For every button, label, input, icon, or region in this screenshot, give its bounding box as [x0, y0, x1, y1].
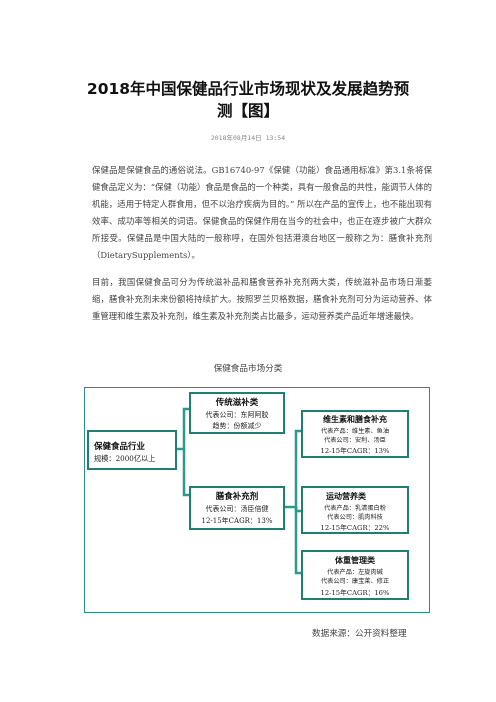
sports-nutrition-node: 运动营养类 代表产品：乳清蛋白粉 代表公司：肌肉科技 12-15年CAGR：22…: [301, 486, 409, 534]
title-line-2: 测【图】: [216, 102, 279, 120]
supplements-line2: 12-15年CAGR：13%: [201, 516, 272, 525]
traditional-line2: 趋势：份额减少: [213, 421, 262, 430]
traditional-line1: 代表公司：东阿阿胶: [206, 410, 269, 419]
vitamins-node: 维生素和膳食补充 代表产品：维生素、鱼油 代表公司：安利、汤臣 12-15年CA…: [301, 410, 409, 458]
data-source: 数据来源：公开资料整理: [312, 629, 407, 639]
weight-management-node: 体重管理类 代表产品：左旋肉碱 代表公司：康宝莱、修正 12-15年CAGR：1…: [301, 550, 409, 600]
root-node-title: 保健食品行业: [93, 441, 146, 452]
market-classification-diagram: 保健食品行业 规模：2000亿以上 传统滋补类 代表公司：东阿阿胶 趋势：份额减…: [84, 387, 430, 613]
root-node: 保健食品行业 规模：2000亿以上: [87, 430, 177, 470]
sports-title: 运动营养类: [326, 491, 366, 501]
traditional-title: 传统滋补类: [215, 397, 259, 408]
title-line-1: 2018年中国保健品行业市场现状及发展趋势预: [86, 80, 410, 98]
paragraph-definition: 保健品是保健食品的通俗说法。GB16740-97《保健（功能）食品通用标准》第3…: [92, 165, 432, 260]
publish-date: 2018年08月14日 13:54: [210, 134, 286, 142]
weight-line1: 代表产品：左旋肉碱: [327, 568, 383, 576]
weight-line3: 12-15年CAGR：16%: [321, 588, 390, 597]
diagram-connectors: [176, 407, 302, 575]
sports-line3: 12-15年CAGR：22%: [321, 523, 390, 532]
vitamins-line3: 12-15年CAGR：13%: [321, 446, 390, 455]
vitamins-line2: 代表公司：安利、汤臣: [324, 436, 386, 444]
weight-line2: 代表公司：康宝莱、修正: [321, 577, 389, 585]
weight-title: 体重管理类: [335, 555, 375, 565]
traditional-tonics-node: 传统滋补类 代表公司：东阿阿胶 趋势：份额减少: [189, 392, 285, 434]
vitamins-line1: 代表产品：维生素、鱼油: [321, 427, 389, 435]
paragraph-classification: 目前，我国保健食品可分为传统滋补品和膳食营养补充剂两大类，传统滋补品市场日渐萎缩…: [92, 277, 432, 321]
root-node-line1: 规模：2000亿以上: [94, 454, 155, 463]
supplements-title: 膳食补充剂: [215, 491, 259, 502]
sports-line1: 代表产品：乳清蛋白粉: [324, 504, 386, 512]
vitamins-title: 维生素和膳食补充: [323, 414, 387, 424]
dietary-supplements-node: 膳食补充剂 代表公司：汤臣倍健 12-15年CAGR：13%: [189, 486, 285, 530]
sports-line2: 代表公司：肌肉科技: [327, 513, 383, 521]
article-title: 2018年中国保健品行业市场现状及发展趋势预 测【图】: [60, 78, 436, 122]
supplements-line1: 代表公司：汤臣倍健: [206, 504, 269, 513]
figure-caption: 保健食品市场分类: [213, 364, 283, 374]
